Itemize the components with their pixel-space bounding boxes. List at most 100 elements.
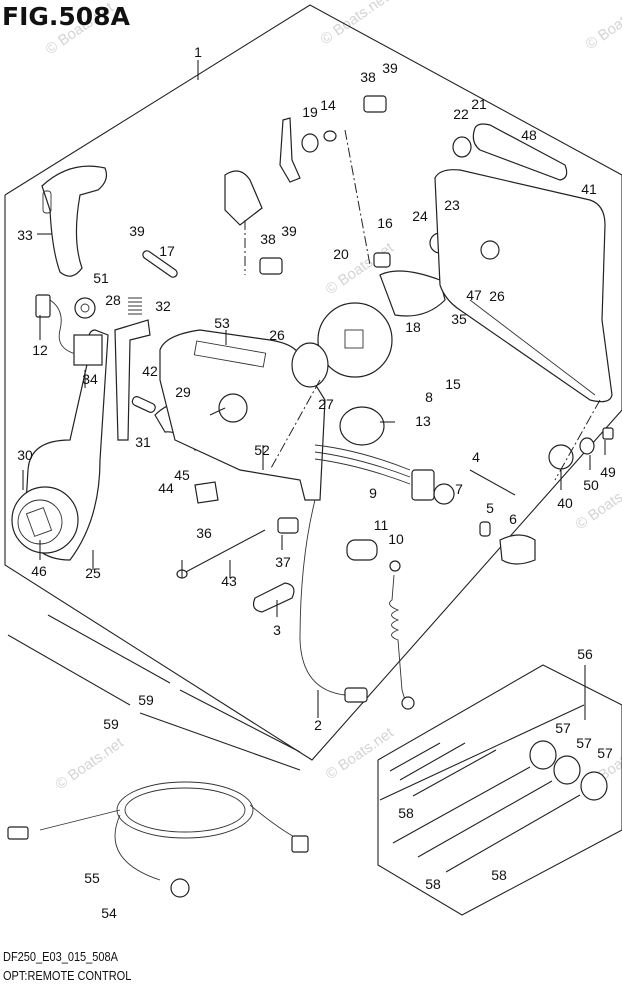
top-cover-part <box>472 123 568 181</box>
spacer-part <box>580 771 608 801</box>
part-label-58b[interactable]: 58 <box>425 876 441 892</box>
lever-link-part <box>279 117 301 183</box>
part-label-40[interactable]: 40 <box>557 495 573 511</box>
part-label-44[interactable]: 44 <box>158 480 174 496</box>
figure-caption: OPT:REMOTE CONTROL <box>3 969 132 983</box>
spring-part <box>128 297 142 315</box>
key-part <box>479 521 491 537</box>
part-label-50[interactable]: 50 <box>583 477 599 493</box>
part-label-47[interactable]: 47 <box>466 287 482 303</box>
part-label-24[interactable]: 24 <box>412 208 428 224</box>
grommet-part <box>548 444 574 470</box>
part-label-20[interactable]: 20 <box>333 246 349 262</box>
assembly-boundary <box>4 4 622 761</box>
part-label-2[interactable]: 2 <box>314 717 322 733</box>
part-label-59b[interactable]: 59 <box>103 716 119 732</box>
buzzer-part <box>339 406 385 446</box>
part-label-26b[interactable]: 26 <box>489 288 505 304</box>
part-label-10[interactable]: 10 <box>388 531 404 547</box>
part-label-53[interactable]: 53 <box>214 315 230 331</box>
part-label-55[interactable]: 55 <box>84 870 100 886</box>
part-label-35[interactable]: 35 <box>451 311 467 327</box>
part-label-16[interactable]: 16 <box>377 215 393 231</box>
part-label-18[interactable]: 18 <box>405 319 421 335</box>
part-label-48[interactable]: 48 <box>521 127 537 143</box>
part-label-43[interactable]: 43 <box>221 573 237 589</box>
part-label-29[interactable]: 29 <box>175 384 191 400</box>
part-label-31[interactable]: 31 <box>135 434 151 450</box>
part-label-38b[interactable]: 38 <box>260 231 276 247</box>
part-label-12[interactable]: 12 <box>32 342 48 358</box>
pin-part <box>142 250 178 278</box>
washer-part <box>74 297 96 319</box>
part-label-54[interactable]: 54 <box>101 905 117 921</box>
part-labels: 1 2 3 4 5 6 7 8 9 10 11 12 13 14 15 16 1… <box>17 44 616 921</box>
part-label-37[interactable]: 37 <box>275 554 291 570</box>
part-label-33[interactable]: 33 <box>17 227 33 243</box>
part-label-21[interactable]: 21 <box>471 96 487 112</box>
part-label-39b[interactable]: 39 <box>281 223 297 239</box>
part-label-45[interactable]: 45 <box>174 467 190 483</box>
part-label-17[interactable]: 17 <box>159 243 175 259</box>
part-label-22[interactable]: 22 <box>453 106 469 122</box>
part-label-57b[interactable]: 57 <box>576 735 592 751</box>
part-label-38a[interactable]: 38 <box>360 69 376 85</box>
part-label-8[interactable]: 8 <box>425 389 433 405</box>
throttle-cable-part <box>7 634 131 706</box>
part-label-19[interactable]: 19 <box>302 104 318 120</box>
part-label-7[interactable]: 7 <box>455 481 463 497</box>
seal-part <box>452 136 472 158</box>
part-label-42[interactable]: 42 <box>142 363 158 379</box>
part-label-4[interactable]: 4 <box>472 449 480 465</box>
cable-tie-part <box>412 749 497 797</box>
part-label-32[interactable]: 32 <box>155 298 171 314</box>
part-label-23[interactable]: 23 <box>444 197 460 213</box>
part-label-9[interactable]: 9 <box>369 485 377 501</box>
bushing-part <box>301 133 319 153</box>
part-label-1[interactable]: 1 <box>194 44 202 60</box>
part-label-51[interactable]: 51 <box>93 270 109 286</box>
part-label-11[interactable]: 11 <box>374 517 389 533</box>
part-label-5[interactable]: 5 <box>486 500 494 516</box>
part-label-14[interactable]: 14 <box>320 97 336 113</box>
dash-leader <box>554 399 601 481</box>
main-harness-loop <box>116 781 254 839</box>
part-label-57c[interactable]: 57 <box>597 745 613 761</box>
stop-clip-part <box>389 560 401 572</box>
throttle-cable-part <box>139 712 301 771</box>
part-label-13[interactable]: 13 <box>415 413 431 429</box>
part-label-3[interactable]: 3 <box>273 622 281 638</box>
part-label-57a[interactable]: 57 <box>555 720 571 736</box>
watermark: © Boats.net <box>323 724 398 783</box>
part-label-39c[interactable]: 39 <box>129 223 145 239</box>
part-label-49[interactable]: 49 <box>600 464 616 480</box>
part-label-41[interactable]: 41 <box>581 181 597 197</box>
part-label-28[interactable]: 28 <box>105 292 121 308</box>
part-label-15[interactable]: 15 <box>445 376 461 392</box>
stop-switch-part <box>346 539 378 561</box>
part-label-46[interactable]: 46 <box>31 563 47 579</box>
part-label-59a[interactable]: 59 <box>138 692 154 708</box>
part-label-30[interactable]: 30 <box>17 447 33 463</box>
part-label-26[interactable]: 26 <box>269 327 285 343</box>
lanyard-clip-part <box>401 696 415 710</box>
housing-label-plate <box>193 340 267 368</box>
part-label-27[interactable]: 27 <box>318 396 334 412</box>
part-label-6[interactable]: 6 <box>509 511 517 527</box>
switch-bracket-part <box>73 334 103 366</box>
nut-part <box>602 427 614 440</box>
cam-plate-part <box>379 270 446 317</box>
part-label-58a[interactable]: 58 <box>398 805 414 821</box>
part-label-36[interactable]: 36 <box>196 525 212 541</box>
long-rod-part <box>379 704 585 801</box>
friction-plate-square <box>344 329 364 349</box>
part-label-56[interactable]: 56 <box>577 646 593 662</box>
part-label-39a[interactable]: 39 <box>382 60 398 76</box>
part-label-58c[interactable]: 58 <box>491 867 507 883</box>
part-label-52[interactable]: 52 <box>254 442 270 458</box>
side-cover-rail <box>469 299 596 396</box>
part-label-25[interactable]: 25 <box>85 565 101 581</box>
part-label-34[interactable]: 34 <box>82 371 98 387</box>
mount-screw-part <box>417 780 553 858</box>
handle-slot <box>42 190 52 214</box>
